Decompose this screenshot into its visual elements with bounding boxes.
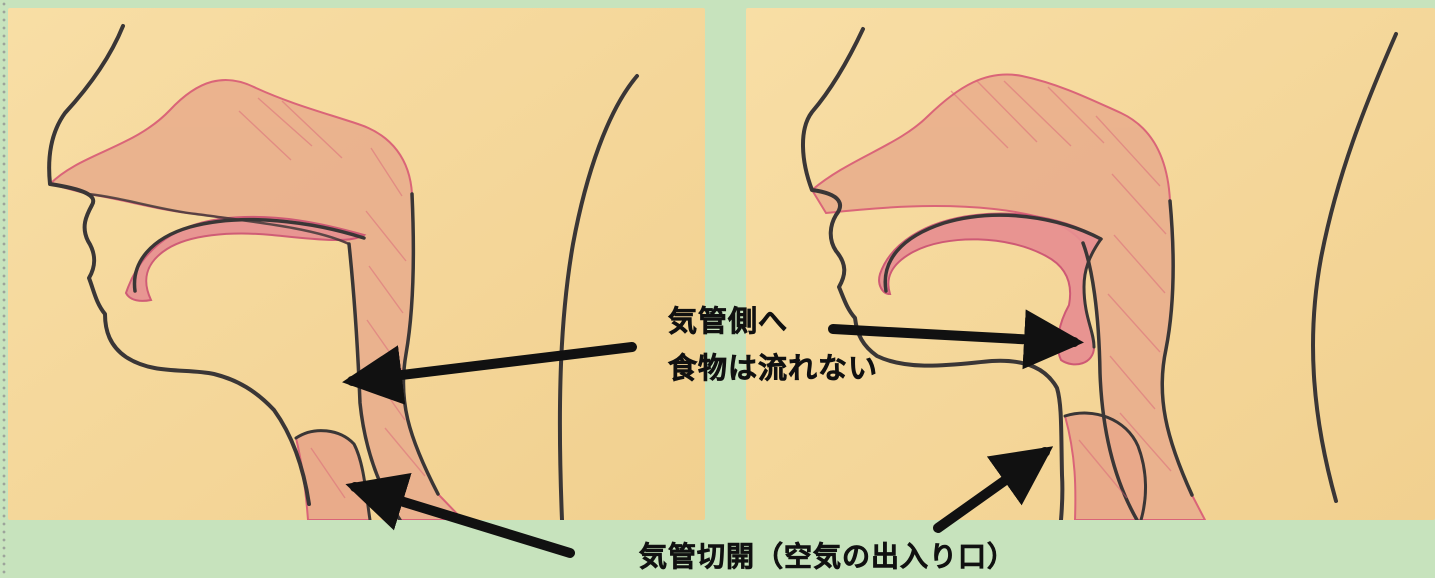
dotted-border <box>0 0 8 578</box>
label-trachea-side-line2: 食物は流れない <box>668 350 878 386</box>
label-tracheostomy: 気管切開（空気の出入り口） <box>639 540 1016 574</box>
left-illustration <box>8 8 705 520</box>
left-illustration-panel <box>8 8 705 520</box>
right-illustration <box>746 8 1435 520</box>
label-trachea-side-line1: 気管側へ <box>668 303 788 339</box>
right-illustration-panel <box>746 8 1435 520</box>
